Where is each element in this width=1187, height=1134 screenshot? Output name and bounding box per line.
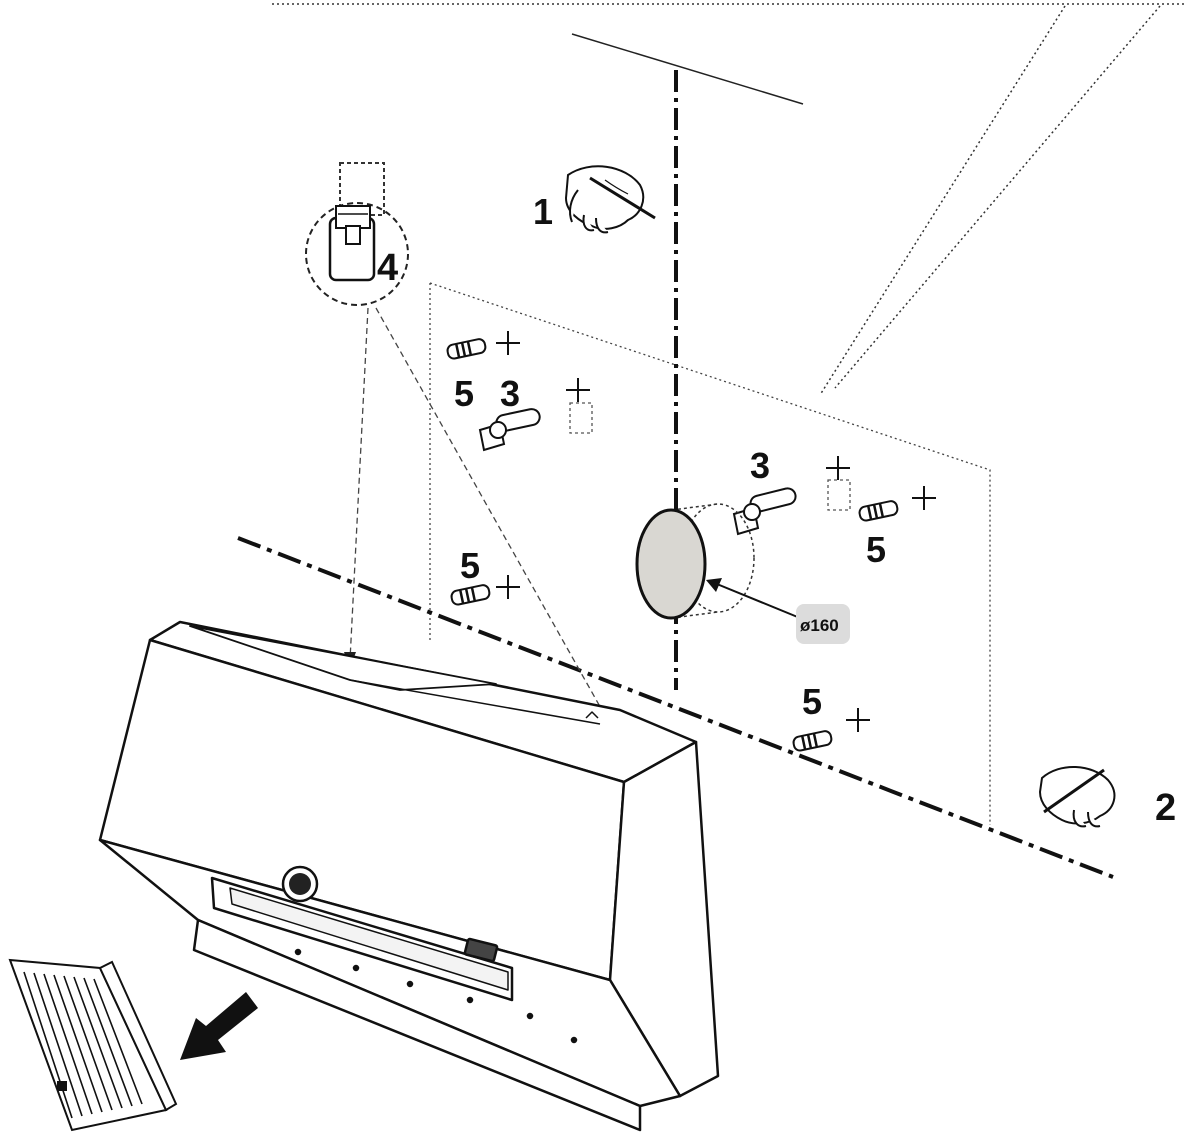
cross-mark	[846, 708, 870, 732]
arrow-head	[706, 578, 722, 592]
horizontal-level-line	[237, 536, 1114, 879]
hook-position-mark	[569, 402, 593, 434]
hook-position-mark	[827, 479, 851, 511]
wall-mounting-outline	[429, 282, 991, 825]
callout-3: 3	[500, 373, 520, 414]
cross-mark	[912, 486, 936, 510]
callout-5: 5	[866, 529, 886, 570]
wall-plug-icon	[446, 338, 487, 360]
duct-diameter-badge	[796, 604, 850, 644]
mounting-hook-icon	[478, 408, 541, 452]
wall-plug-icon	[858, 500, 899, 522]
dimension-leader	[711, 581, 801, 619]
ceiling-line	[571, 33, 804, 105]
cross-mark	[496, 575, 520, 599]
hand-pencil-icon	[564, 165, 656, 234]
wall-plug-icon	[450, 584, 491, 606]
removal-arrow-icon	[180, 992, 258, 1060]
duct-diameter-label: ø160	[800, 616, 839, 635]
callout-3: 3	[750, 445, 770, 486]
grease-filter	[8, 958, 178, 1132]
duct-hole	[635, 508, 707, 620]
wall-plug-icon	[792, 730, 833, 752]
callout-5: 5	[460, 545, 480, 586]
callout-5: 5	[454, 373, 474, 414]
callout-5: 5	[802, 681, 822, 722]
cross-mark	[496, 331, 520, 355]
callout-2: 2	[1155, 787, 1176, 829]
bracket-detail-callout	[305, 162, 409, 306]
cross-mark	[566, 378, 590, 402]
hand-pencil-icon	[1038, 765, 1116, 828]
callout-4: 4	[377, 247, 398, 289]
cross-mark	[826, 456, 850, 480]
range-hood	[98, 620, 720, 1132]
ceiling-outline	[272, 3, 1185, 396]
mounting-hook-icon	[732, 487, 797, 536]
duct-opening	[635, 503, 755, 620]
callout-1: 1	[533, 191, 553, 232]
